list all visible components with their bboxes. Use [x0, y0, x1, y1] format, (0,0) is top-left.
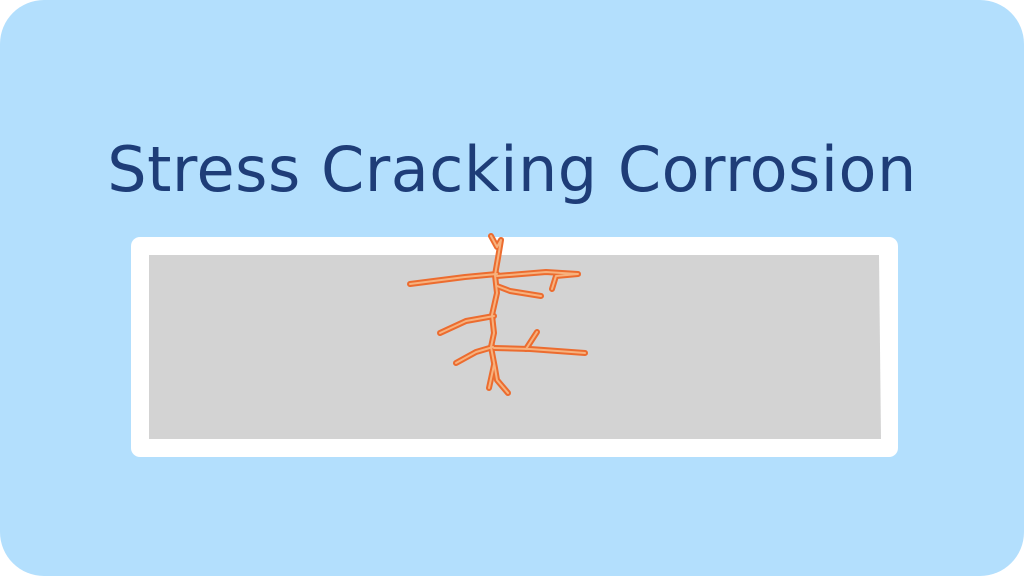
page-title: Stress Cracking Corrosion [107, 133, 917, 206]
crack-icon [407, 233, 588, 396]
